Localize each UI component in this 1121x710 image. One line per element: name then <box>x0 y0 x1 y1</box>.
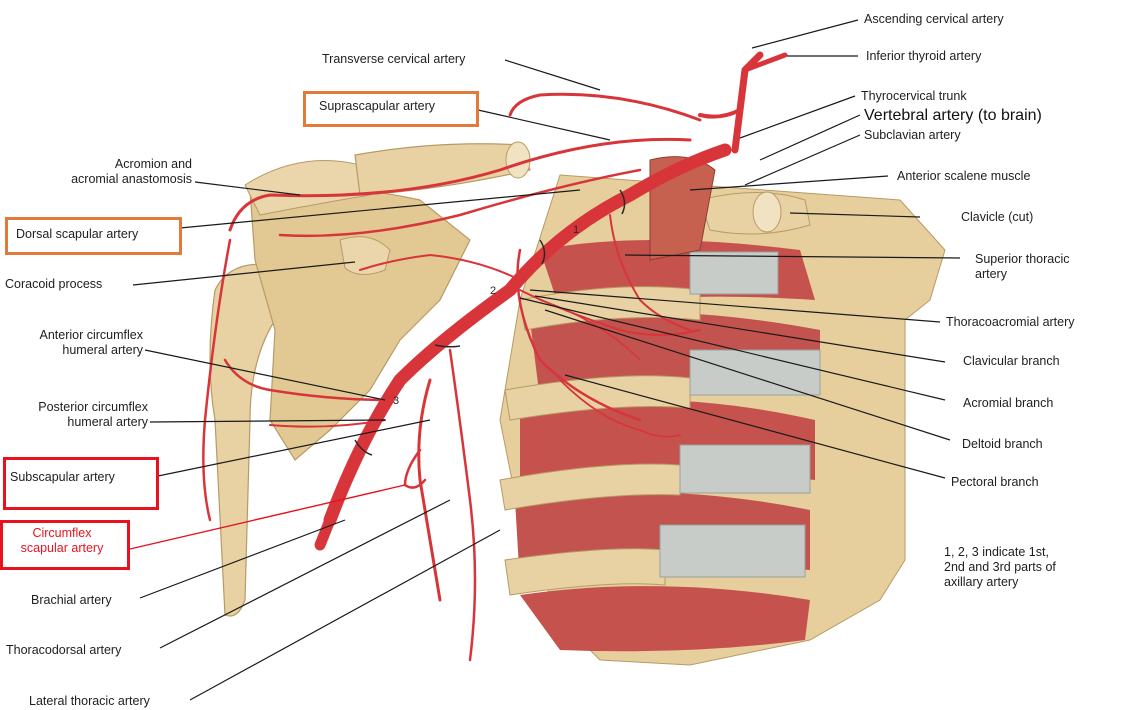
thoracodorsal-label: Thoracodorsal artery <box>6 643 122 657</box>
acromial-branch-label: Acromial branch <box>963 396 1054 410</box>
transverse-cervical-label: Transverse cervical artery <box>322 52 466 66</box>
axillary-part-2-number: 2 <box>490 285 497 297</box>
suprascapular-label: Suprascapular artery <box>319 99 436 113</box>
clavicular-branch-label: Clavicular branch <box>963 354 1060 368</box>
acromion-label: Acromion and acromial anastomosis <box>71 157 192 186</box>
coracoid-label: Coracoid process <box>5 277 103 291</box>
axillary-part-markers <box>354 189 626 456</box>
deltoid-branch-label: Deltoid branch <box>962 437 1043 451</box>
anterior-circumflex-label: Anterior circumflex humeral artery <box>39 328 144 357</box>
leader-lines <box>132 19 961 701</box>
dorsal-scapular-highlight-box <box>5 217 182 255</box>
brachial-label: Brachial artery <box>31 593 112 607</box>
pectoral-branch-label: Pectoral branch <box>951 475 1039 489</box>
thyrocervical-label: Thyrocervical trunk <box>861 89 967 103</box>
circumflex-scapular-leader <box>129 484 406 550</box>
lateral-thoracic-label: Lateral thoracic artery <box>29 694 150 708</box>
axillary-part-1-number: 1 <box>573 224 580 236</box>
superior-thoracic-label: Superior thoracic artery <box>975 252 1070 281</box>
subscapular-highlight-box <box>3 457 159 510</box>
thoracoacromial-label: Thoracoacromial artery <box>946 315 1075 329</box>
shoulder-bones <box>209 141 531 617</box>
artery-tree <box>202 51 788 662</box>
clavicle-label: Clavicle (cut) <box>961 210 1034 224</box>
dorsal-scapular-label: Dorsal scapular artery <box>16 227 139 241</box>
circumflex-scapular-highlight-box <box>0 520 130 570</box>
inferior-thyroid-label: Inferior thyroid artery <box>866 49 982 63</box>
circumflex-scapular-label: Circumflex scapular artery <box>20 526 104 555</box>
axillary-parts-note: 1, 2, 3 indicate 1st, 2nd and 3rd parts … <box>944 545 1056 589</box>
ascending-cervical-label: Ascending cervical artery <box>864 12 1004 26</box>
suprascapular-highlight-box <box>303 91 479 127</box>
subscapular-label: Subscapular artery <box>10 470 115 484</box>
axillary-part-3-number: 3 <box>393 395 400 407</box>
posterior-circumflex-label: Posterior circumflex humeral artery <box>38 400 148 429</box>
anterior-scalene-label: Anterior scalene muscle <box>897 169 1031 183</box>
subclavian-label: Subclavian artery <box>864 128 961 142</box>
vertebral-label: Vertebral artery (to brain) <box>864 107 1042 124</box>
